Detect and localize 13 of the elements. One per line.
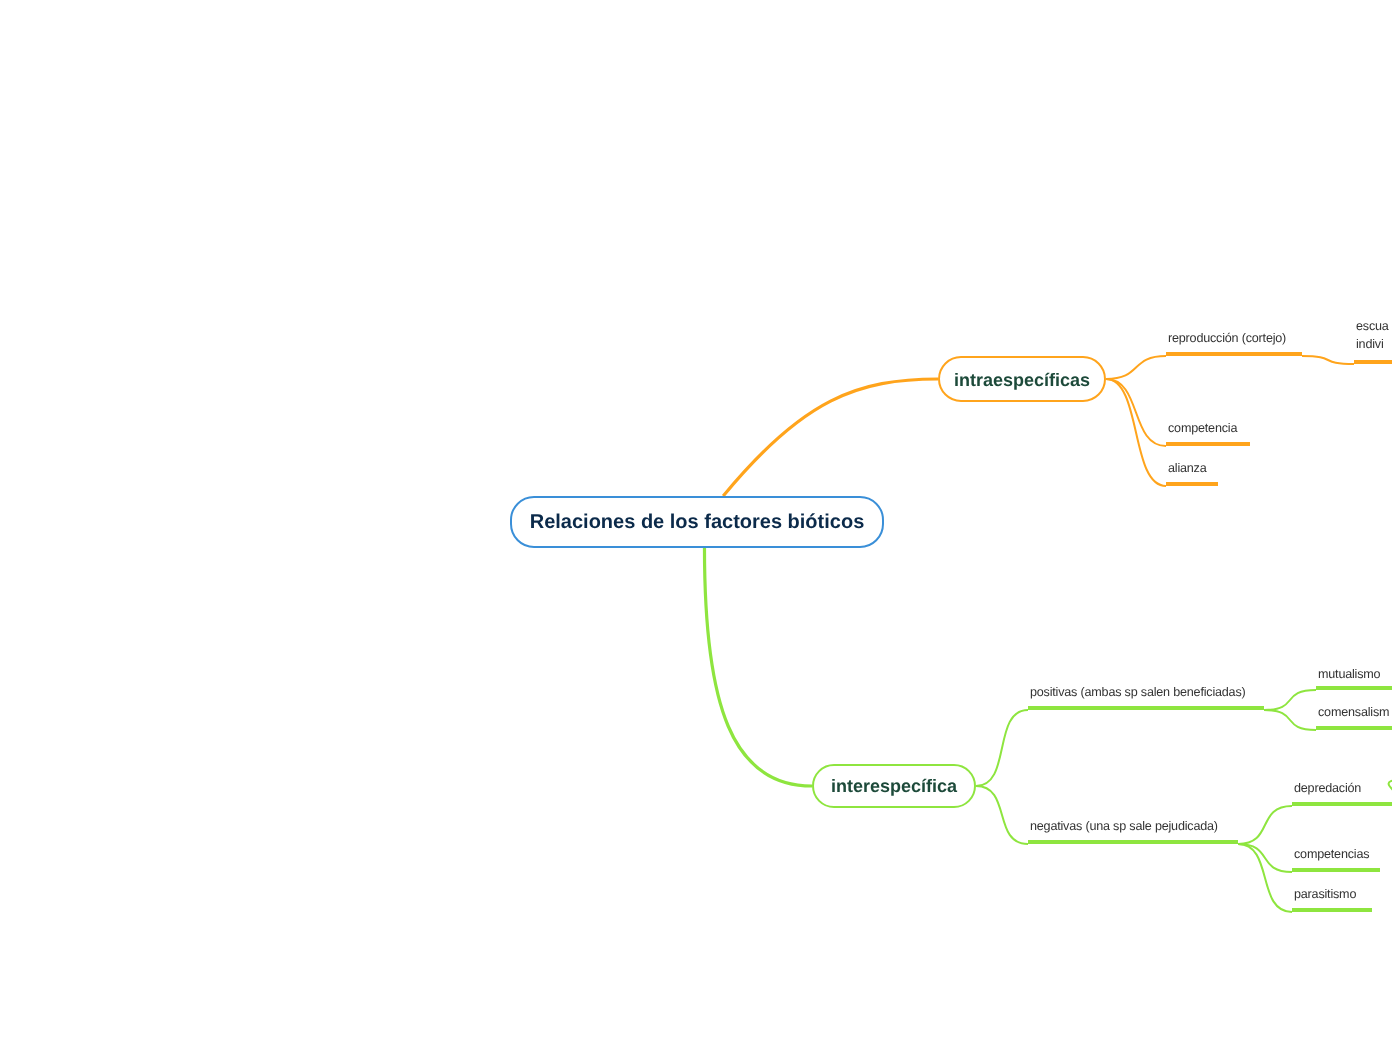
connector-line [702, 547, 813, 788]
connector-line [975, 785, 1029, 845]
connector-line [1263, 709, 1317, 731]
topic-box: intraespecíficas [938, 356, 1106, 402]
connector-line [1237, 843, 1293, 873]
connector-line [975, 709, 1029, 787]
connector-line [1105, 355, 1167, 380]
topic-box: interespecífica [812, 764, 976, 808]
connector-line [1105, 378, 1167, 487]
topic-box: Relaciones de los factores bióticos [510, 496, 884, 548]
connector-line [721, 377, 939, 498]
connector-line [1301, 355, 1355, 365]
connector-line [1237, 843, 1293, 913]
